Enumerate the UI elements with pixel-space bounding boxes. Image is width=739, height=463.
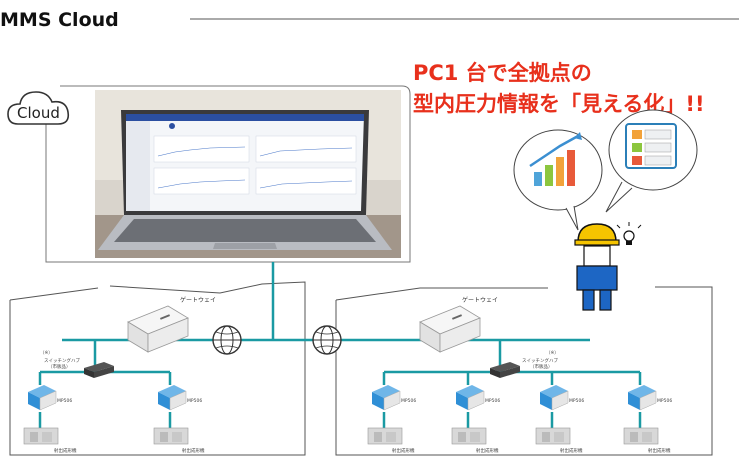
device-label-right-2: MP506 — [485, 398, 500, 404]
injection-mold-left-1 — [23, 427, 59, 445]
device-label-left-1: MP506 — [57, 398, 72, 404]
mold-label-right-1: 射出成形機 — [392, 447, 415, 454]
internet-globe-icon-right — [312, 325, 342, 355]
switching-hub-left — [84, 362, 114, 378]
switching-hub-right — [490, 362, 520, 378]
device-label-right-1: MP506 — [401, 398, 416, 404]
gateway-device-left — [127, 305, 189, 353]
mold-label-left-2: 射出成形機 — [182, 447, 205, 454]
cloud-icon — [7, 91, 70, 125]
worker-figure — [574, 223, 620, 311]
status-bubble — [605, 109, 698, 213]
injection-mold-right-4 — [623, 427, 659, 445]
headline-line1: PC1 台で全拠点の — [413, 61, 592, 85]
mp506-device-right-2 — [456, 385, 485, 411]
switch-label-left-2: （市販品） — [48, 363, 71, 370]
brand-title: MMS Cloud — [0, 9, 119, 31]
mp506-device-left-2 — [158, 385, 187, 411]
cloud-frame — [45, 85, 411, 263]
laptop-photo — [95, 90, 401, 258]
cloud-label: Cloud — [17, 104, 60, 122]
switch-label-left-1: スイッチングハブ — [44, 357, 80, 364]
mold-label-right-4: 射出成形機 — [648, 447, 671, 454]
mold-label-left-1: 射出成形機 — [54, 447, 77, 454]
switch-mark-left: （※） — [40, 350, 53, 356]
site-frame-right — [335, 286, 713, 456]
switch-label-right-2: （市販品） — [530, 363, 553, 370]
analytics-bubble — [513, 129, 603, 231]
mp506-device-left-1 — [28, 385, 57, 411]
injection-mold-right-3 — [535, 427, 571, 445]
gateway-label-left: ゲートウェイ — [180, 296, 216, 304]
gateway-label-right: ゲートウェイ — [462, 296, 498, 304]
injection-mold-right-2 — [451, 427, 487, 445]
gateway-device-right — [419, 305, 481, 353]
mp506-device-right-1 — [372, 385, 401, 411]
injection-mold-right-1 — [367, 427, 403, 445]
device-label-left-2: MP506 — [187, 398, 202, 404]
mp506-device-right-4 — [628, 385, 657, 411]
lightbulb-icon — [616, 222, 642, 245]
switch-mark-right: （※） — [546, 350, 559, 356]
mold-label-right-3: 射出成形機 — [560, 447, 583, 454]
mp506-device-right-3 — [540, 385, 569, 411]
switch-label-right-1: スイッチングハブ — [522, 357, 558, 364]
bar-chart-icon — [529, 132, 582, 186]
site-frame-left — [9, 281, 306, 456]
mold-label-right-2: 射出成形機 — [476, 447, 499, 454]
status-list-icon — [625, 123, 677, 169]
device-label-right-4: MP506 — [657, 398, 672, 404]
device-label-right-3: MP506 — [569, 398, 584, 404]
internet-globe-icon-left — [212, 325, 242, 355]
injection-mold-left-2 — [153, 427, 189, 445]
